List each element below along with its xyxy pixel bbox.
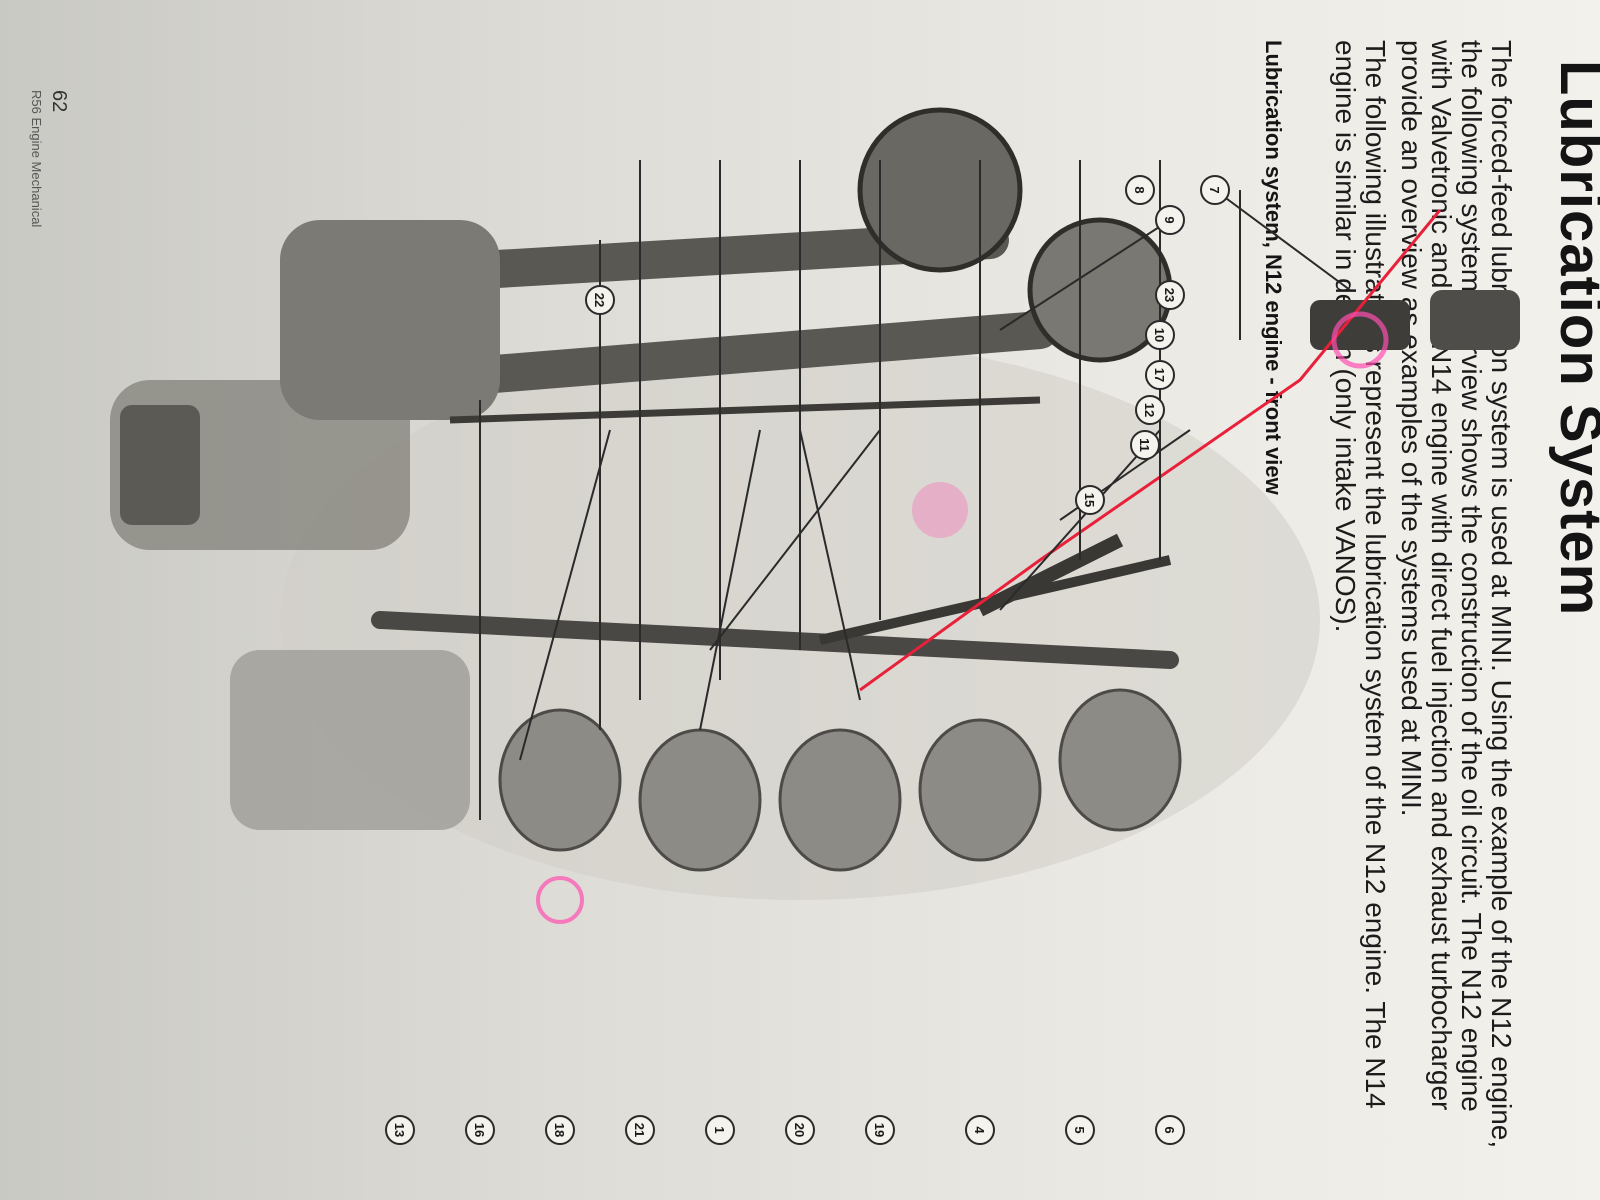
callout-6: 6 [1155, 1115, 1185, 1145]
main-oil-gallery [371, 611, 1179, 669]
callout-11: 11 [1130, 430, 1160, 460]
callout-23: 23 [1155, 280, 1185, 310]
callout-15: 15 [1075, 485, 1105, 515]
page-number: 62 [48, 90, 70, 113]
callout-4: 4 [965, 1115, 995, 1145]
pink-highlight-8 [1331, 311, 1389, 369]
pink-highlight-23 [912, 482, 968, 538]
callout-22: 22 [585, 285, 615, 315]
callout-20: 20 [785, 1115, 815, 1145]
footer-section: R56 Engine Mechanical [29, 90, 44, 228]
spray-rail [449, 396, 1041, 424]
oil-filter-cap [120, 405, 200, 525]
callout-16: 16 [465, 1115, 495, 1145]
crankshaft [498, 688, 1182, 872]
callout-7: 7 [1200, 175, 1230, 205]
callout-21: 21 [625, 1115, 655, 1145]
callout-1: 1 [705, 1115, 735, 1145]
vanos-housing [280, 220, 500, 420]
red-marker-line [859, 209, 1442, 692]
callout-5: 5 [1065, 1115, 1095, 1145]
callout-13: 13 [385, 1115, 415, 1145]
vanos-solenoid-7 [1430, 290, 1520, 350]
callout-18: 18 [545, 1115, 575, 1145]
callout-19: 19 [865, 1115, 895, 1145]
callout-17: 17 [1145, 360, 1175, 390]
callout-10: 10 [1145, 320, 1175, 350]
oil-riser-2 [818, 555, 1172, 645]
camshaft-sprocket-intake [857, 107, 1023, 273]
pink-highlight-21 [536, 876, 584, 924]
callout-8: 8 [1125, 175, 1155, 205]
callout-12: 12 [1135, 395, 1165, 425]
oil-pump-housing [230, 650, 470, 830]
callout-9: 9 [1155, 205, 1185, 235]
